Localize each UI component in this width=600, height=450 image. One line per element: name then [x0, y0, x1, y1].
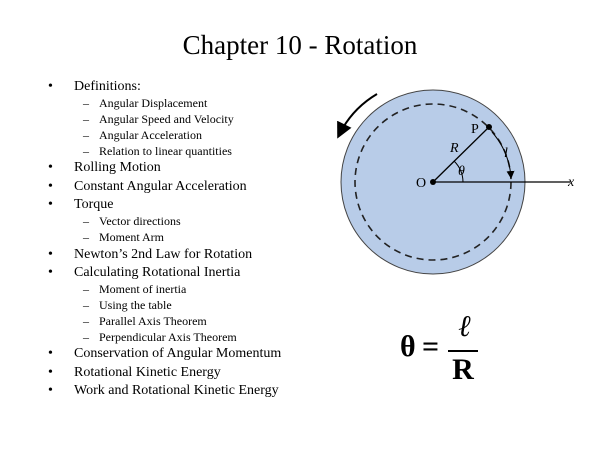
outline-item-text: Rotational Kinetic Energy [74, 364, 221, 380]
formula-denominator: R [452, 353, 474, 386]
outline-subitem: Moment of inertia [74, 282, 330, 296]
label-radius: R [449, 141, 459, 156]
outline-item-text: Constant Angular Acceleration [74, 178, 247, 194]
outline-item-text: Rolling Motion [74, 160, 161, 176]
outline-sublist: Vector directions Moment Arm [74, 214, 330, 244]
formula-equals: = [422, 330, 440, 363]
radius-line [432, 126, 490, 183]
outline-item: Constant Angular Acceleration [40, 179, 330, 195]
outline-item: Definitions: Angular Displacement Angula… [40, 79, 330, 158]
outline-item: Rolling Motion [40, 160, 330, 176]
outline-subitem: Using the table [74, 298, 330, 312]
label-x-axis: x [567, 175, 575, 190]
outline-subitem: Angular Speed and Velocity [74, 112, 330, 126]
angle-formula: θ = ℓ R [400, 310, 490, 386]
outline-item: Calculating Rotational Inertia Moment of… [40, 265, 330, 344]
angle-arc [453, 160, 464, 183]
label-origin: O [416, 176, 426, 191]
outline-subitem: Moment Arm [74, 230, 330, 244]
outline-item: Torque Vector directions Moment Arm [40, 197, 330, 244]
origin-dot [430, 179, 436, 185]
slide-title: Chapter 10 - Rotation [182, 30, 418, 60]
outline-item-text: Calculating Rotational Inertia [74, 264, 241, 280]
arc-length-arrow [491, 131, 515, 179]
outline-item: Conservation of Angular Momentum [40, 346, 330, 362]
outline-subitem: Vector directions [74, 214, 330, 228]
outline-item: Rotational Kinetic Energy [40, 365, 330, 381]
outline-subitem: Perpendicular Axis Theorem [74, 330, 330, 344]
label-angle: θ [458, 164, 465, 179]
outline-item: Newton’s 2nd Law for Rotation [40, 247, 330, 263]
rotation-direction-arrow [337, 93, 378, 139]
label-point-p: P [471, 122, 479, 137]
formula-theta: θ [400, 330, 416, 363]
outline-item-text: Definitions: [74, 79, 141, 94]
outline-item-text: Conservation of Angular Momentum [74, 346, 282, 362]
outline-sublist: Moment of inertia Using the table Parall… [74, 282, 330, 344]
outline-item: Work and Rotational Kinetic Energy [40, 383, 330, 399]
outline-item-text: Newton’s 2nd Law for Rotation [74, 246, 253, 262]
outline-item-text: Torque [74, 197, 114, 213]
rotation-diagram: P R θ l O x [337, 89, 575, 275]
outline-subitem: Angular Displacement [74, 96, 330, 110]
fraction-bar [448, 350, 478, 352]
outline-subitem: Relation to linear quantities [74, 144, 330, 158]
label-arc-length: l [504, 146, 508, 161]
outline-subitem: Angular Acceleration [74, 128, 330, 142]
outline-subitem: Parallel Axis Theorem [74, 314, 330, 328]
formula-numerator: ℓ [458, 310, 472, 343]
outline-list: Definitions: Angular Displacement Angula… [40, 79, 330, 402]
outline-sublist: Angular Displacement Angular Speed and V… [74, 96, 330, 158]
outline-item-text: Work and Rotational Kinetic Energy [74, 383, 279, 399]
point-p-dot [486, 124, 492, 130]
